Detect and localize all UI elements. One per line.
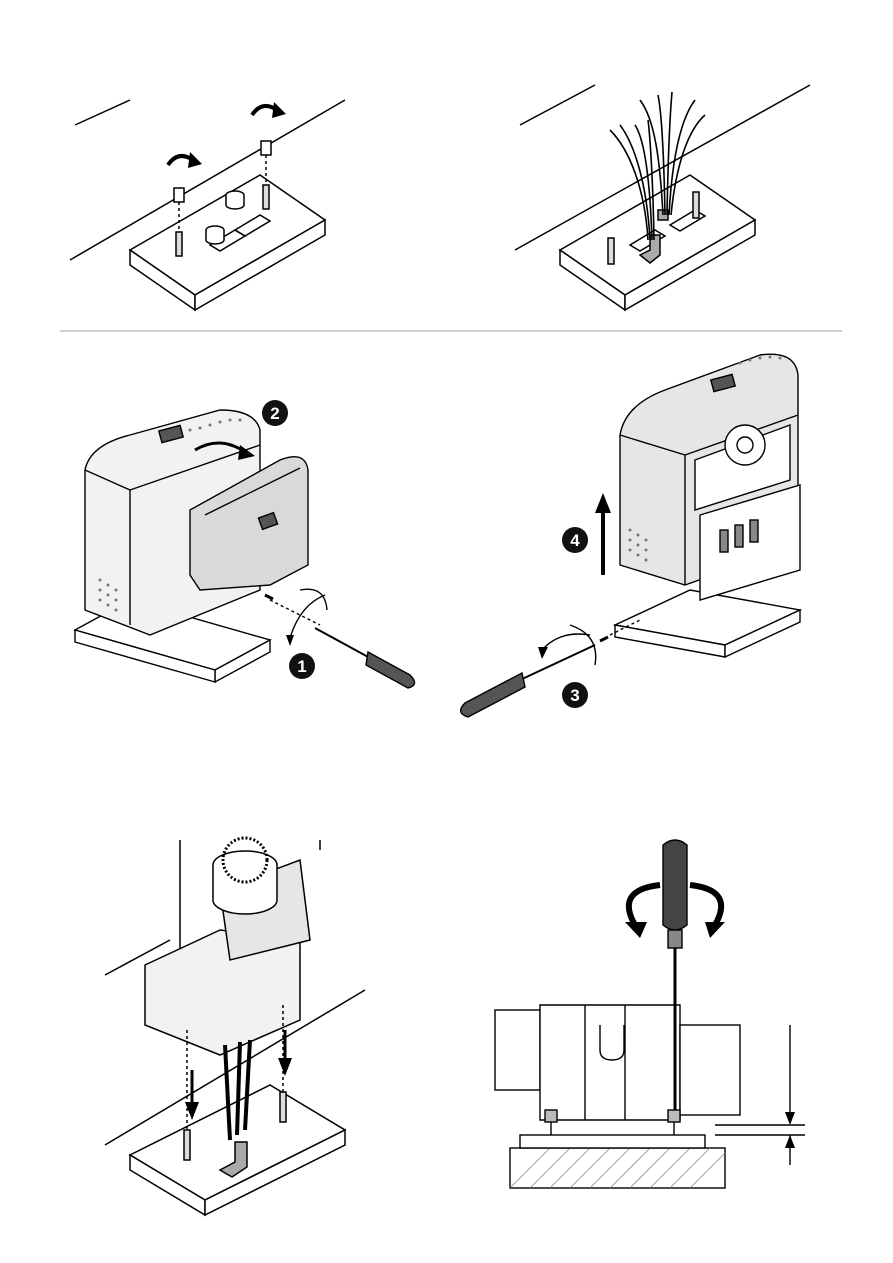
curved-arrow-icon <box>542 634 590 650</box>
step-1-badge: 1 <box>289 653 315 679</box>
step-4-badge: 4 <box>562 527 588 553</box>
threaded-stud <box>280 1092 286 1122</box>
svg-text:4: 4 <box>570 531 580 550</box>
screwdriver-icon <box>315 628 415 688</box>
svg-text:3: 3 <box>570 686 579 705</box>
threaded-stud <box>693 192 699 218</box>
up-arrow-icon <box>595 493 611 575</box>
floor-edge-line <box>520 85 595 125</box>
gearbox-section <box>540 1005 680 1120</box>
cover-removal-illustration: 2 1 <box>70 390 430 700</box>
threaded-stud <box>263 185 269 209</box>
base-plate <box>520 1135 705 1148</box>
curved-arrow-icon <box>168 106 277 165</box>
threaded-stud <box>176 232 182 256</box>
motor-side-section <box>495 1010 540 1090</box>
motor-end-cap <box>680 1025 740 1115</box>
dimension-arrow-icon <box>785 1112 795 1148</box>
nut <box>174 188 184 202</box>
housing-screw <box>600 637 608 641</box>
step-3-badge: 3 <box>562 682 588 708</box>
section-divider <box>60 330 842 332</box>
foundation <box>510 1148 725 1188</box>
svg-text:2: 2 <box>270 404 279 423</box>
nut <box>261 141 271 155</box>
motor-mounting-illustration <box>100 830 380 1220</box>
step-2-badge: 2 <box>262 400 288 426</box>
floor-edge-line <box>75 100 130 125</box>
base-plate-cables-illustration <box>510 80 820 310</box>
levelling-nut <box>545 1110 557 1122</box>
levelling-illustration <box>485 830 815 1190</box>
svg-text:1: 1 <box>297 657 306 676</box>
threaded-stud <box>184 1130 190 1160</box>
cover-screw <box>265 595 273 599</box>
threaded-stud <box>608 238 614 264</box>
housing-removal-illustration: 4 3 <box>450 345 820 735</box>
levelling-nut <box>668 1110 680 1122</box>
base-plate-studs-illustration <box>60 80 360 310</box>
